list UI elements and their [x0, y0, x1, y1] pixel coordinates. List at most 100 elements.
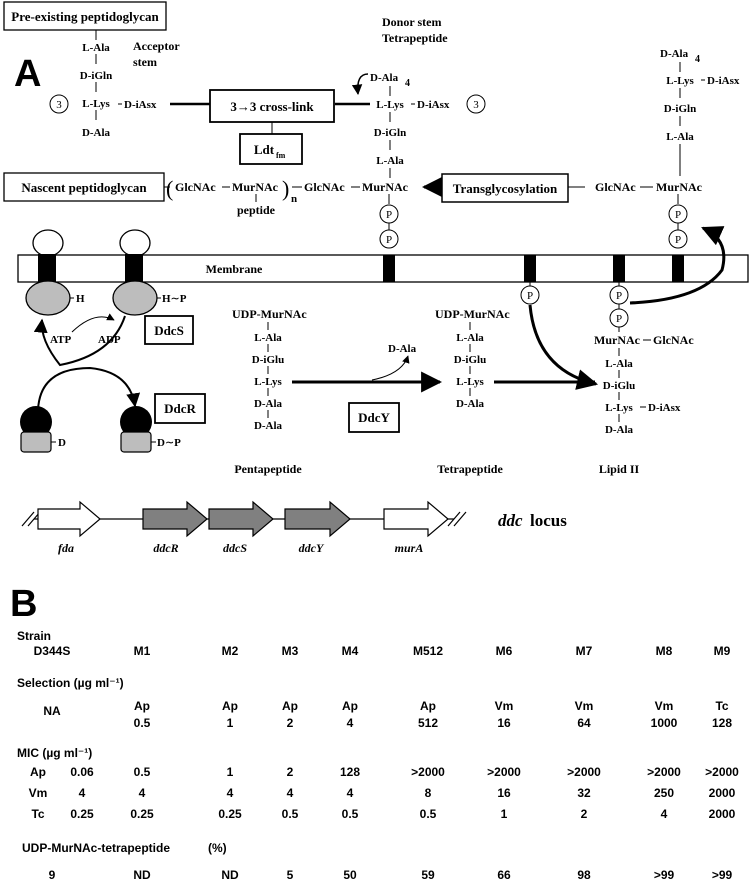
udp-cell: ND	[133, 868, 151, 882]
selection-header: Selection (µg ml⁻¹)	[17, 676, 124, 690]
panel-a-label: A	[14, 53, 41, 95]
crosslink-box	[209, 89, 335, 123]
ddcs-label: DdcS	[154, 323, 184, 338]
position-3-label: 3	[56, 99, 62, 111]
nascent-murnac: MurNAc	[232, 180, 279, 194]
selection-conc-cell: 1	[227, 716, 234, 730]
membrane-label: Membrane	[206, 262, 263, 276]
mic-cell: >2000	[647, 765, 681, 779]
carrier-to-lipid-arrow	[528, 304, 599, 390]
strain-cell: M512	[413, 644, 443, 658]
donor-residue: D-iGln	[374, 127, 406, 139]
position-3-label: 3	[473, 99, 479, 111]
phosphate-label: P	[616, 290, 622, 302]
mic-drug-label: Tc	[31, 807, 44, 821]
mic-cell: 0.5	[134, 765, 151, 779]
udp-cell: 5	[287, 868, 294, 882]
phosphate-icon	[520, 285, 540, 305]
ddcr-regulator: D	[20, 406, 66, 453]
nascent-repeat-n: n	[291, 193, 297, 205]
mic-cell: 32	[577, 786, 591, 800]
donor-residue: L-Lys	[376, 99, 404, 111]
mic-cell: 0.25	[130, 807, 154, 821]
lipid-carrier	[672, 255, 684, 282]
tetrapeptide-head: UDP-MurNAc	[435, 307, 510, 321]
nascent-bracket-open: (	[166, 176, 173, 201]
ddcr-regulator-phosphorylated: D∼P	[120, 406, 181, 453]
acceptor-stem-label: Acceptor	[133, 39, 180, 53]
position-3-marker	[466, 94, 486, 114]
pentapeptide-residue: D-iGlu	[252, 354, 284, 366]
selection-conc-cell: 16	[497, 716, 511, 730]
mic-cell: 4	[139, 786, 146, 800]
donor-stem-label: Donor stem	[382, 15, 441, 29]
acceptor-stem-label: stem	[133, 55, 157, 69]
acceptor-residue: L-Ala	[82, 42, 110, 54]
selection-drug-cell: Ap	[222, 699, 238, 713]
selection-drug-cell: Vm	[495, 699, 514, 713]
tetrapeptide-residue: L-Ala	[456, 332, 484, 344]
pentapeptide-residue: L-Lys	[254, 376, 282, 388]
strain-cell: M2	[222, 644, 239, 658]
mic-cell: 2	[287, 765, 294, 779]
ddcs-hisp-label: H∼P	[162, 293, 187, 305]
ddcy-box	[348, 402, 400, 433]
acceptor-residue: D-Ala	[82, 127, 111, 139]
selection-drug-cell: Ap	[420, 699, 436, 713]
panel-b-label: B	[10, 583, 37, 625]
pre-existing-box	[3, 1, 167, 31]
udp-cell: >99	[654, 868, 675, 882]
acceptor-stem: L-Ala D-iGln L-Lys D-iAsx D-Ala	[80, 30, 157, 139]
right-residue: L-Ala	[666, 131, 694, 143]
right-residue: D-Ala	[660, 48, 689, 60]
nascent-murnac-2: MurNAc	[362, 180, 409, 194]
nascent-glcnac-2: GlcNAc	[304, 180, 345, 194]
phosphate-icon	[379, 229, 399, 249]
adp-label: ADP	[98, 334, 121, 346]
locus-label: locus	[530, 511, 567, 530]
gene-ddcr	[142, 500, 208, 538]
strain-cell: M4	[342, 644, 359, 658]
mic-cell: 0.5	[282, 807, 299, 821]
lipid-ii-label: Lipid II	[599, 462, 640, 476]
nascent-label: Nascent peptidoglycan	[21, 180, 147, 195]
donor-stem-label: Tetrapeptide	[382, 31, 448, 45]
nascent-bracket-close: )	[282, 176, 289, 201]
mic-cell: 128	[340, 765, 360, 779]
donor-residue-index: 4	[405, 78, 410, 89]
phosphate-label: P	[386, 234, 392, 246]
pentapeptide-residue: D-Ala	[254, 420, 283, 432]
right-glcnac: GlcNAc	[595, 180, 636, 194]
ddcs-kinase-phosphorylated: H∼P	[112, 229, 187, 316]
transglycosylation-box	[441, 173, 569, 203]
udp-cell: 98	[577, 868, 591, 882]
udp-cell: ND	[221, 868, 239, 882]
lipid-carrier	[613, 255, 625, 282]
ddcr-label: DdcR	[164, 401, 196, 416]
ddcr-aspp-label: D∼P	[157, 437, 181, 449]
right-murnac: MurNAc	[656, 180, 703, 194]
mic-cell: 0.06	[70, 765, 94, 779]
strain-cell: M7	[576, 644, 593, 658]
strain-cell: M3	[282, 644, 299, 658]
mic-cell: 16	[497, 786, 511, 800]
selection-drug-cell: Ap	[134, 699, 150, 713]
gene-ddcy	[284, 500, 351, 538]
strain-cell: M9	[714, 644, 731, 658]
lipid-carrier	[524, 255, 536, 282]
selection-conc-cell: 128	[712, 716, 732, 730]
selection-conc-cell: 4	[347, 716, 354, 730]
lipid-ii: P P MurNAc GlcNAc L-Ala D-iGlu L-Lys D-i…	[594, 282, 694, 436]
udp-cell: >99	[712, 868, 733, 882]
lipid-ii-glcnac: GlcNAc	[653, 333, 694, 347]
mic-cell: 4	[661, 807, 668, 821]
donor-residue: L-Ala	[376, 155, 404, 167]
strain-cell: M8	[656, 644, 673, 658]
phosphate-icon	[668, 229, 688, 249]
crosslink-label: 3→3 cross-link	[230, 99, 314, 114]
gene-label: ddcR	[153, 541, 178, 555]
selection-conc-cell: 2	[287, 716, 294, 730]
udp-cell: 59	[421, 868, 435, 882]
mic-cell: 0.5	[342, 807, 359, 821]
